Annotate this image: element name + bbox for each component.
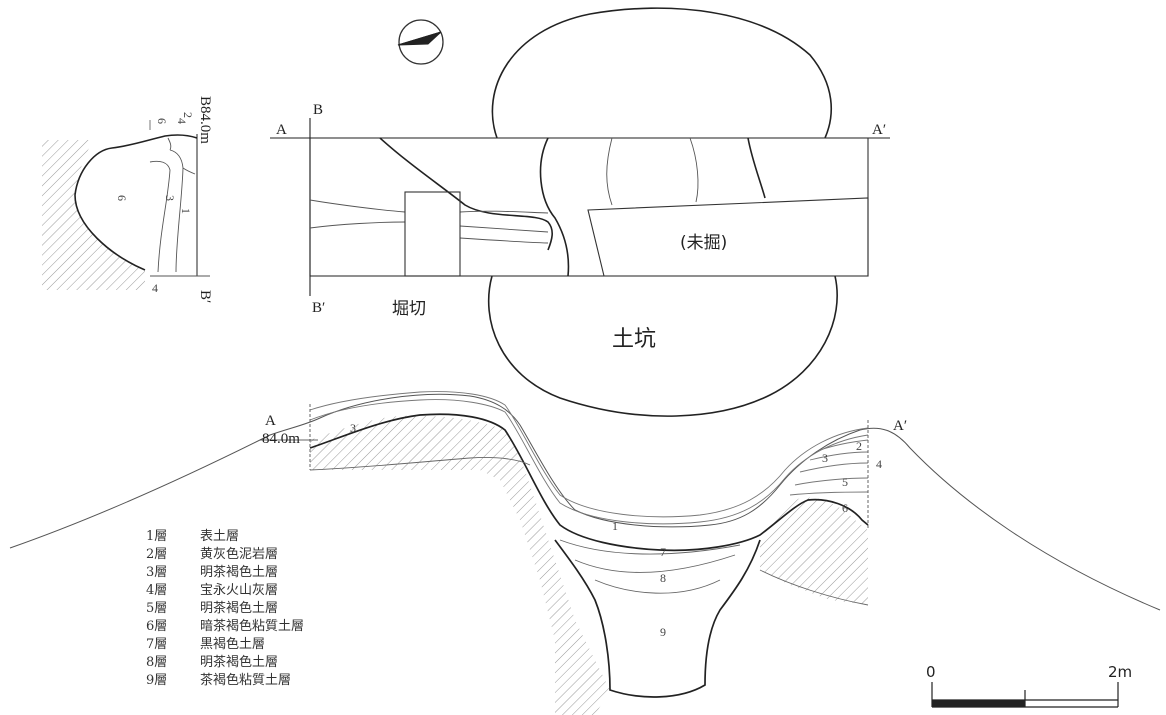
- legend-desc: 明茶褐色土層: [200, 600, 278, 616]
- plan-view: [270, 7, 890, 417]
- legend-num: 2層: [146, 547, 167, 562]
- section-bb-layer-6: 6: [115, 195, 129, 201]
- legend-num: 5層: [146, 601, 167, 616]
- legend-desc: 宝永火山灰層: [200, 583, 278, 598]
- legend-desc: 暗茶褐色粘質土層: [200, 618, 304, 634]
- section-aa: [9, 391, 1161, 715]
- legend-desc: 明茶褐色土層: [200, 654, 278, 670]
- section-aa-layer-7: 7: [660, 545, 666, 559]
- plan-rectangle: [309, 137, 869, 277]
- section-aa-layer-3-right: 3: [822, 451, 828, 465]
- trench-box: [404, 191, 461, 277]
- section-aa-layer-3-left: 3: [350, 421, 356, 435]
- plan-label-a-prime: A′: [872, 122, 886, 138]
- trench-label: 堀切: [392, 299, 426, 319]
- legend-num: 1層: [146, 529, 167, 544]
- legend-desc: 黄灰色泥岩層: [200, 546, 278, 562]
- pit-outline-bottom: [487, 275, 838, 417]
- section-bb-label-b-prime: B′: [197, 290, 213, 303]
- legend-num: 3層: [146, 565, 167, 580]
- pit-outline-top: [491, 7, 833, 139]
- section-bb-layer-1: 1: [179, 208, 193, 214]
- north-arrow-icon: [397, 19, 444, 65]
- section-bb: [42, 120, 210, 290]
- section-bb-layer-2: 2: [181, 112, 195, 118]
- section-bb-layer-6-top: 6: [155, 118, 169, 124]
- legend-desc: 表土層: [200, 529, 239, 544]
- section-aa-label-a-prime: A′: [893, 418, 907, 434]
- section-bb-layer-3: 3: [163, 195, 177, 201]
- legend-num: 6層: [146, 619, 167, 634]
- section-aa-layer-6: 6: [842, 501, 848, 515]
- section-bb-layer-4: 4: [175, 118, 189, 124]
- section-bb-label-b: B84.0m: [197, 96, 213, 144]
- scale-end: 2m: [1108, 663, 1132, 681]
- scale-bar: [931, 682, 1119, 708]
- section-aa-layer-8: 8: [660, 571, 666, 585]
- legend-num: 9層: [146, 673, 167, 688]
- section-bb-layer-4-bottom: 4: [152, 281, 158, 295]
- unexcavated-area: [587, 197, 869, 277]
- scale-start: 0: [926, 663, 936, 681]
- legend-desc: 茶褐色粘質土層: [200, 672, 291, 688]
- legend: 1層 表土層 2層 黄灰色泥岩層 3層 明茶褐色土層 4層 宝永火山灰層 5層 …: [146, 529, 304, 688]
- pit-label: 土坑: [612, 327, 656, 352]
- section-aa-layer-4: 4: [876, 457, 882, 471]
- legend-num: 8層: [146, 655, 167, 670]
- section-aa-layer-2: 2: [856, 439, 862, 453]
- section-aa-label-a: A: [265, 413, 276, 429]
- section-aa-layer-5: 5: [842, 475, 848, 489]
- unexcavated-label: (未掘): [680, 233, 727, 253]
- plan-label-b-prime: B′: [312, 300, 325, 316]
- legend-desc: 明茶褐色土層: [200, 564, 278, 580]
- plan-label-b: B: [313, 102, 323, 118]
- section-aa-elevation: 84.0m: [262, 431, 300, 447]
- legend-num: 7層: [146, 637, 167, 652]
- section-aa-layer-9: 9: [660, 625, 666, 639]
- section-aa-layer-1: 1: [612, 519, 618, 533]
- plan-label-a: A: [276, 122, 287, 138]
- legend-num: 4層: [146, 583, 167, 598]
- legend-desc: 黒褐色土層: [200, 636, 265, 652]
